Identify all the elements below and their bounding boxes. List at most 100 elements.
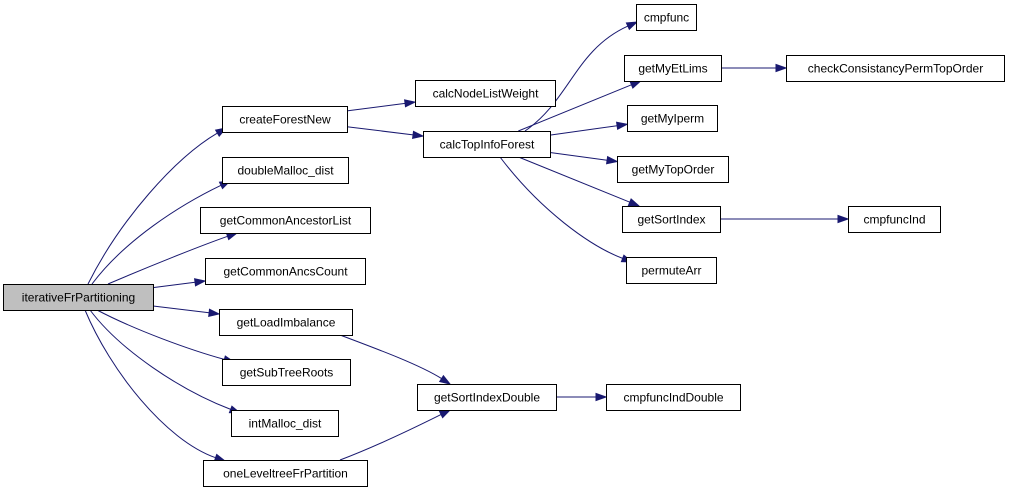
node-box[interactable]	[636, 4, 697, 31]
node-checkConsistancyPermTopOrder[interactable]: checkConsistancyPermTopOrder	[786, 55, 1005, 82]
edge-calcTopInfoForest-to-getSortIndex	[518, 156, 641, 207]
edge-line	[339, 334, 442, 380]
edge-line	[346, 126, 414, 136]
node-label: calcTopInfoForest	[440, 138, 535, 152]
node-doubleMalloc_dist[interactable]: doubleMalloc_dist	[222, 157, 349, 184]
edges-layer	[84, 21, 850, 462]
node-box[interactable]	[617, 156, 729, 183]
edge-line	[152, 281, 196, 289]
edge-arrowhead	[208, 308, 221, 317]
edge-arrowhead	[627, 198, 641, 207]
edge-arrowhead	[625, 21, 639, 31]
node-label: getSortIndex	[637, 213, 705, 227]
node-box[interactable]	[417, 384, 557, 411]
edge-iterativeFrPartitioning-to-oneLeveltreeFrPartition	[84, 309, 227, 462]
node-intMalloc_dist[interactable]: intMalloc_dist	[231, 410, 339, 437]
node-label: getMyIperm	[641, 112, 704, 126]
node-box[interactable]	[219, 309, 353, 336]
node-box[interactable]	[848, 206, 941, 233]
node-box[interactable]	[606, 384, 741, 411]
node-getMyEtLims[interactable]: getMyEtLims	[624, 55, 722, 82]
edge-createForestNew-to-calcTopInfoForest	[346, 126, 425, 140]
node-box[interactable]	[222, 359, 351, 386]
node-box[interactable]	[203, 460, 368, 487]
edge-iterativeFrPartitioning-to-getCommonAncsCount	[152, 278, 207, 289]
node-box[interactable]	[3, 284, 154, 311]
node-getMyIperm[interactable]: getMyIperm	[627, 105, 718, 132]
node-box[interactable]	[200, 207, 371, 234]
edge-arrowhead	[629, 80, 643, 89]
node-box[interactable]	[222, 106, 348, 133]
edge-arrowhead	[412, 130, 425, 140]
node-box[interactable]	[786, 55, 1005, 82]
node-cmpfuncInd[interactable]: cmpfuncInd	[848, 206, 941, 233]
node-getSubTreeRoots[interactable]: getSubTreeRoots	[222, 359, 351, 386]
node-getMyTopOrder[interactable]: getMyTopOrder	[617, 156, 729, 183]
node-getSortIndex[interactable]: getSortIndex	[622, 206, 721, 233]
edge-calcTopInfoForest-to-permuteArr	[499, 156, 634, 263]
node-label: intMalloc_dist	[249, 417, 322, 431]
edge-arrowhead	[194, 278, 207, 287]
node-box[interactable]	[423, 131, 551, 158]
edge-getSortIndexDouble-to-cmpfuncIndDouble	[556, 392, 608, 402]
node-cmpfunc[interactable]: cmpfunc	[636, 4, 697, 31]
node-label: cmpfuncIndDouble	[623, 391, 723, 405]
node-calcNodeListWeight[interactable]: calcNodeListWeight	[415, 80, 556, 107]
node-label: permuteArr	[641, 264, 701, 278]
node-label: oneLeveltreeFrPartition	[223, 467, 348, 481]
node-permuteArr[interactable]: permuteArr	[626, 257, 717, 284]
node-label: getSubTreeRoots	[240, 366, 334, 380]
edge-line	[339, 414, 442, 461]
edge-line	[518, 84, 632, 132]
edge-arrowhead	[606, 155, 619, 165]
nodes-layer: iterativeFrPartitioning createForestNew do…	[3, 4, 1005, 487]
edge-line	[87, 132, 218, 285]
node-calcTopInfoForest[interactable]: calcTopInfoForest	[423, 131, 551, 158]
node-label: doubleMalloc_dist	[237, 164, 334, 178]
node-label: getMyEtLims	[638, 62, 707, 76]
node-getCommonAncestorList[interactable]: getCommonAncestorList	[200, 207, 371, 234]
edge-arrowhead	[438, 374, 452, 385]
node-label: getCommonAncestorList	[220, 214, 352, 228]
edge-line	[346, 102, 406, 112]
node-box[interactable]	[231, 410, 339, 437]
edge-getLoadImbalance-to-getSortIndexDouble	[339, 334, 452, 385]
node-label: cmpfunc	[644, 11, 689, 25]
edge-line	[107, 235, 228, 285]
node-iterativeFrPartitioning[interactable]: iterativeFrPartitioning	[3, 284, 154, 311]
edge-iterativeFrPartitioning-to-getLoadImbalance	[152, 305, 221, 317]
edge-calcTopInfoForest-to-cmpfunc	[524, 21, 639, 132]
node-createForestNew[interactable]: createForestNew	[222, 106, 348, 133]
node-label: getSortIndexDouble	[434, 391, 540, 405]
node-box[interactable]	[622, 206, 721, 233]
edge-calcTopInfoForest-to-getMyTopOrder	[549, 152, 619, 165]
node-getCommonAncsCount[interactable]: getCommonAncsCount	[205, 258, 366, 285]
edge-createForestNew-to-calcNodeListWeight	[346, 99, 417, 112]
node-box[interactable]	[415, 80, 556, 107]
edge-line	[549, 152, 608, 161]
edge-line	[524, 25, 629, 132]
edge-oneLeveltreeFrPartition-to-getSortIndexDouble	[339, 409, 452, 461]
node-box[interactable]	[627, 105, 718, 132]
node-box[interactable]	[626, 257, 717, 284]
node-cmpfuncIndDouble[interactable]: cmpfuncIndDouble	[606, 384, 741, 411]
edge-calcTopInfoForest-to-getMyIperm	[549, 121, 629, 136]
node-label: getLoadImbalance	[237, 316, 336, 330]
node-label: calcNodeListWeight	[433, 87, 539, 101]
edge-line	[91, 184, 222, 285]
node-getSortIndexDouble[interactable]: getSortIndexDouble	[417, 384, 557, 411]
edge-getMyEtLims-to-checkConsistancyPermTopOrder	[721, 63, 788, 73]
node-box[interactable]	[624, 55, 722, 82]
node-label: createForestNew	[239, 113, 331, 127]
node-box[interactable]	[205, 258, 366, 285]
node-oneLeveltreeFrPartition[interactable]: oneLeveltreeFrPartition	[203, 460, 368, 487]
node-getLoadImbalance[interactable]: getLoadImbalance	[219, 309, 353, 336]
node-label: cmpfuncInd	[863, 213, 925, 227]
node-label: iterativeFrPartitioning	[22, 291, 135, 305]
edge-line	[89, 309, 231, 410]
node-box[interactable]	[222, 157, 349, 184]
node-label: getMyTopOrder	[632, 163, 715, 177]
edge-arrowhead	[616, 121, 629, 130]
edge-getSortIndex-to-cmpfuncInd	[720, 214, 850, 224]
